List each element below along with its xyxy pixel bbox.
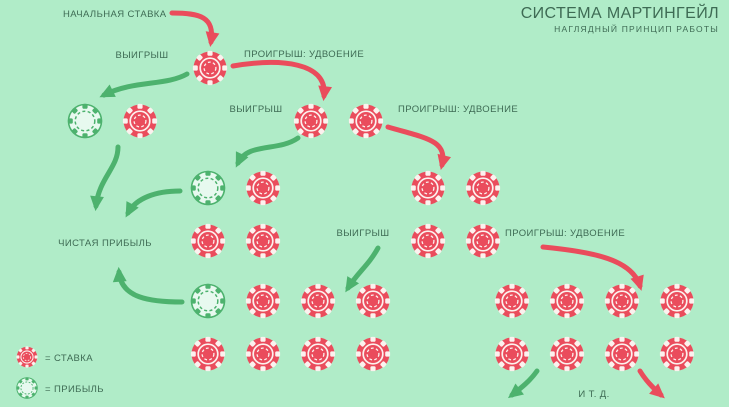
chip-group-bet-3 — [411, 171, 500, 258]
red-chip — [550, 284, 584, 318]
legend-profit-label: = ПРИБЫЛЬ — [45, 384, 104, 395]
red-chip — [466, 171, 500, 205]
green-chip — [68, 104, 102, 138]
red-chip — [123, 104, 157, 138]
red-chip — [660, 284, 694, 318]
start-arrow — [169, 10, 220, 48]
win-label-3: ВЫИГРЫШ — [337, 228, 390, 239]
chip-group-bet-2 — [294, 104, 383, 138]
chip-group-initial-bet — [193, 51, 227, 85]
red-chip — [356, 337, 390, 371]
red-chip — [356, 284, 390, 318]
page-subtitle: НАГЛЯДНЫЙ ПРИНЦИП РАБОТЫ — [554, 23, 719, 34]
red-chip — [191, 337, 225, 371]
loss-label-3: ПРОИГРЫШ: УДВОЕНИЕ — [505, 228, 625, 239]
chip-group-bet-4 — [495, 284, 694, 371]
red-chip — [605, 284, 639, 318]
red-chip — [495, 284, 529, 318]
red-chip — [605, 337, 639, 371]
red-chip — [411, 224, 445, 258]
red-chip — [191, 224, 225, 258]
red-chip — [301, 284, 335, 318]
red-chip — [246, 337, 280, 371]
green-chip — [191, 284, 225, 318]
red-chip — [301, 337, 335, 371]
etc-loss-arrow — [637, 368, 665, 399]
etc-label: И Т. Д. — [578, 389, 609, 400]
red-chip — [550, 337, 584, 371]
red-chip — [246, 171, 280, 205]
page-title: СИСТЕМА МАРТИНГЕЙЛ — [521, 3, 719, 22]
etc-win-arrow — [507, 368, 540, 399]
win-label-2: ВЫИГРЫШ — [230, 104, 283, 115]
start-label: НАЧАЛЬНАЯ СТАВКА — [63, 9, 167, 20]
win-arrow-3 — [345, 245, 381, 293]
net-profit-arrow-1 — [90, 144, 121, 212]
legend-bet-label: = СТАВКА — [45, 353, 93, 364]
loss-arrow-3 — [540, 244, 644, 291]
chip-group-win-3 — [191, 284, 390, 371]
net-profit-arrow-2 — [125, 188, 183, 218]
win-arrow-1 — [99, 71, 190, 98]
red-chip — [495, 337, 529, 371]
net-profit-label: ЧИСТАЯ ПРИБЫЛЬ — [58, 238, 152, 249]
red-chip — [246, 284, 280, 318]
red-chip — [193, 51, 227, 85]
net-profit-arrow-3 — [112, 266, 185, 305]
red-chip — [294, 104, 328, 138]
red-chip — [660, 337, 694, 371]
red-chip — [246, 224, 280, 258]
loss-label-1: ПРОИГРЫШ: УДВОЕНИЕ — [244, 49, 364, 60]
legend-bet-chip-icon — [16, 346, 37, 367]
win-label-1: ВЫИГРЫШ — [116, 50, 169, 61]
red-chip — [349, 104, 383, 138]
red-chip — [411, 171, 445, 205]
red-chip — [466, 224, 500, 258]
chip-group-win-2 — [191, 171, 280, 258]
loss-arrow-1 — [230, 60, 333, 102]
legend-profit-chip-icon — [16, 377, 37, 398]
chip-group-win-1 — [68, 104, 157, 138]
win-arrow-2 — [235, 135, 301, 168]
loss-arrow-2 — [385, 124, 452, 170]
green-chip — [191, 171, 225, 205]
loss-label-2: ПРОИГРЫШ: УДВОЕНИЕ — [398, 104, 518, 115]
